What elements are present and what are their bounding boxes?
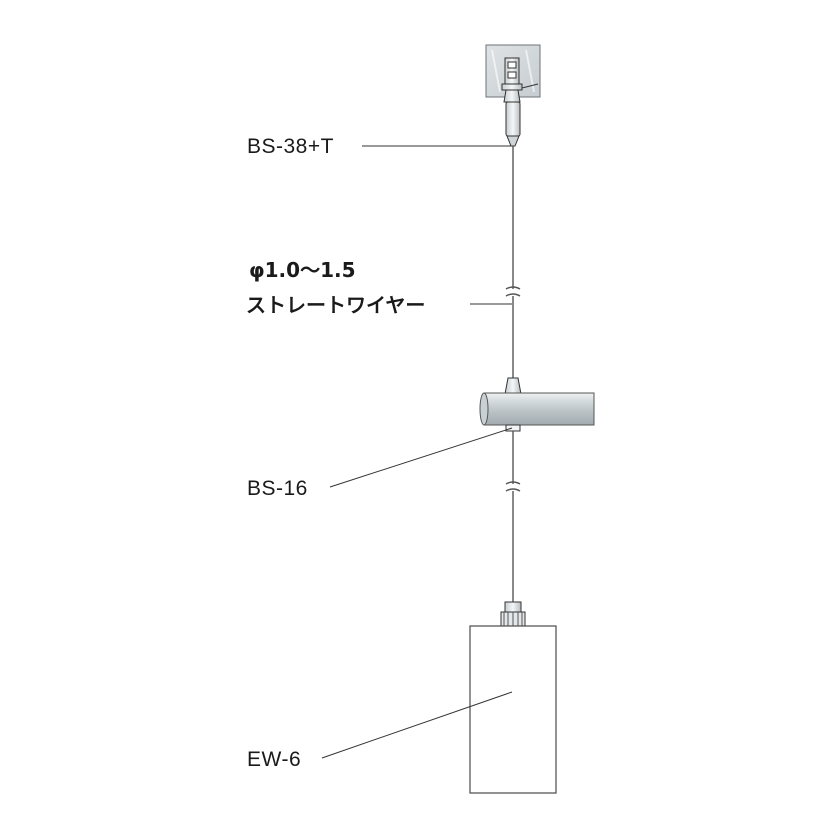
wire-end-cone — [504, 377, 522, 395]
label-wire-name: ストレートワイヤー — [246, 293, 425, 317]
label-wire-diameter: φ1.0〜1.5 — [249, 258, 356, 282]
pipe-rail — [479, 392, 595, 426]
hanging-panel — [469, 625, 557, 794]
panel-connector — [500, 601, 526, 627]
label-ceiling-fitting: BS-38+T — [247, 135, 334, 158]
leader-rail-fitting — [329, 427, 513, 488]
label-rail-fitting: BS-16 — [247, 477, 308, 500]
label-hanging-panel: EW-6 — [247, 748, 301, 771]
leader-hanging-panel — [321, 691, 513, 759]
rail-fitting — [505, 424, 521, 432]
ceiling-fitting — [501, 57, 539, 147]
straight-wire-lower — [505, 431, 521, 602]
straight-wire-upper — [505, 146, 521, 378]
